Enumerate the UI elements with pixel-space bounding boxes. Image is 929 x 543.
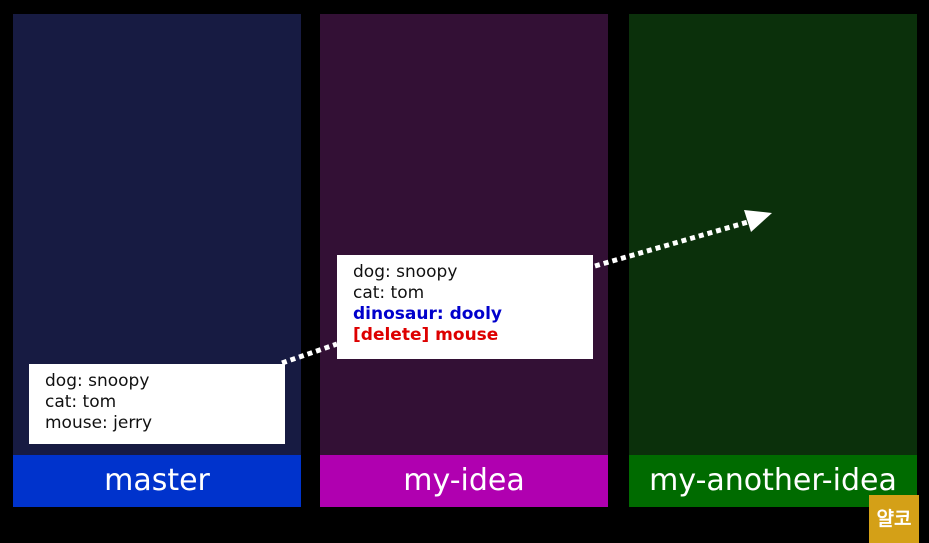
- idea-line-cat: cat: tom: [353, 283, 425, 303]
- master-branch-label: master: [13, 455, 301, 507]
- master-line-cat: cat: tom: [45, 392, 117, 412]
- my-another-idea-branch-column: [629, 14, 917, 455]
- master-file-contents: dog: snoopy cat: tom mouse: jerry: [29, 364, 285, 444]
- my-idea-branch-column: [320, 14, 608, 455]
- channel-logo: 얄코: [869, 495, 919, 543]
- idea-line-added-dinosaur: dinosaur: dooly: [353, 304, 503, 324]
- my-another-idea-branch-label: my-another-idea: [629, 455, 917, 507]
- my-idea-branch-label: my-idea: [320, 455, 608, 507]
- idea-line-deleted-mouse: [delete] mouse: [353, 325, 499, 345]
- master-line-dog: dog: snoopy: [45, 371, 150, 391]
- master-line-mouse: mouse: jerry: [45, 413, 153, 433]
- my-idea-file-contents: dog: snoopy cat: tom dinosaur: dooly [de…: [337, 255, 593, 359]
- idea-line-dog: dog: snoopy: [353, 262, 458, 282]
